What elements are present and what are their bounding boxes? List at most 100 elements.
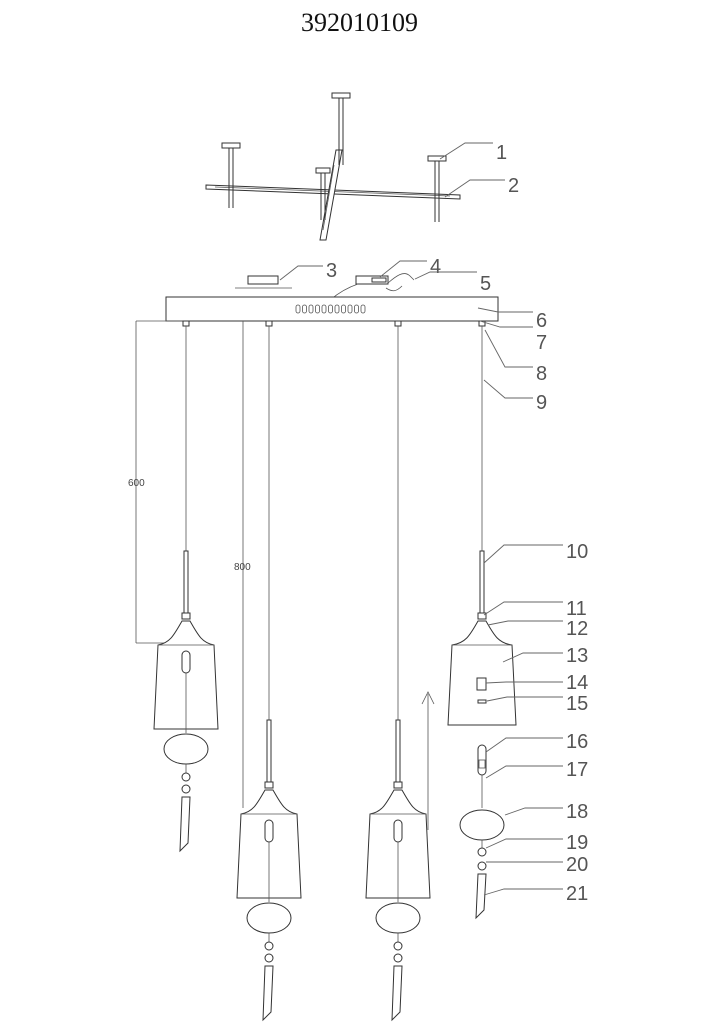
glass-ball (163, 733, 209, 765)
lamp-shade (447, 620, 517, 726)
screw-center (315, 167, 331, 220)
canopy-slot (341, 304, 346, 314)
crystal-bead (264, 941, 274, 951)
callout-number: 4 (430, 256, 441, 278)
crystal-drop (391, 965, 403, 1022)
crystal-drop (475, 873, 487, 920)
crystal-bead (477, 861, 487, 871)
callout-number: 5 (480, 273, 491, 295)
drawing-title: 392010109 (301, 8, 418, 37)
dimension-600-label: 600 (128, 478, 145, 489)
crystal-bead (181, 784, 191, 794)
callout-number: 2 (508, 175, 519, 197)
callout-5: 5 (414, 271, 491, 295)
callout-leader (483, 888, 563, 896)
tube-rod (266, 719, 272, 783)
callout-number: 21 (566, 883, 588, 905)
pendant-4-exploded (447, 320, 517, 726)
callout-15: 15 (486, 693, 588, 715)
callout-leader (485, 681, 563, 684)
callout-number: 15 (566, 693, 588, 715)
callout-number: 11 (566, 598, 587, 620)
callout-number: 8 (536, 363, 547, 385)
bulb (393, 819, 403, 843)
callout-leader (439, 142, 493, 160)
shade-screw (477, 699, 487, 704)
pendant-2 (236, 320, 302, 1022)
crystal-bead (181, 772, 191, 782)
callout-leader (485, 838, 563, 849)
callout-number: 13 (566, 645, 588, 667)
screw-top (331, 92, 351, 165)
callout-number: 3 (326, 260, 337, 282)
glass-ball (246, 902, 292, 934)
glass-ball (459, 809, 505, 841)
mounting-bracket (205, 92, 461, 241)
canopy-slot (315, 304, 320, 314)
canopy-slot (308, 304, 314, 314)
callout-leader (485, 737, 563, 753)
callout-number: 6 (536, 310, 547, 332)
callout-18: 18 (504, 801, 588, 823)
callout-number: 10 (566, 541, 588, 563)
crystal-drop (179, 796, 191, 853)
callout-4: 4 (379, 256, 441, 278)
callout-7: 7 (479, 320, 547, 354)
tube-rod (183, 550, 189, 614)
crystal-drop (262, 965, 274, 1022)
callout-10: 10 (483, 541, 588, 564)
glass-assembly (459, 744, 505, 920)
terminal-block-left (235, 275, 292, 289)
canopy-slot (328, 304, 333, 314)
callout-leader (504, 807, 563, 816)
callout-number: 20 (566, 854, 588, 876)
canopy-slot (321, 304, 327, 314)
glass-ball (375, 902, 421, 934)
callout-leader (477, 307, 533, 313)
cable-grip (182, 320, 190, 327)
callout-9: 9 (483, 379, 547, 414)
callout-leader (487, 620, 563, 626)
callout-8: 8 (484, 329, 547, 385)
callout-17: 17 (485, 759, 588, 781)
callout-number: 14 (566, 672, 588, 694)
canopy-slot (334, 304, 340, 314)
callout-6: 6 (477, 307, 547, 332)
dimension-600: 600 (128, 320, 183, 644)
pendant-3 (365, 320, 431, 1022)
callout-leader (483, 601, 563, 616)
callout-number: 19 (566, 832, 588, 854)
screw-left (221, 142, 241, 208)
crystal-bead (477, 847, 487, 857)
callout-leader (483, 544, 563, 564)
callout-3: 3 (279, 260, 337, 282)
pendant-1 (153, 320, 219, 853)
callout-leader (483, 379, 533, 399)
callout-number: 12 (566, 618, 588, 640)
callout-leader (479, 320, 533, 328)
crystal-bead (393, 953, 403, 963)
callout-1: 1 (439, 142, 507, 164)
callout-leader (486, 696, 563, 702)
canopy-slot (354, 304, 359, 314)
callout-19: 19 (485, 832, 588, 854)
callout-leader (485, 765, 563, 779)
cable-grip (265, 320, 273, 327)
callout-number: 9 (536, 392, 547, 414)
assembly-arrow (421, 691, 435, 830)
crystal-bead (393, 941, 403, 951)
switch-label (476, 677, 487, 691)
callout-11: 11 (483, 598, 587, 620)
canopy-slot (360, 304, 366, 314)
callout-12: 12 (487, 618, 588, 640)
canopy-slot (295, 304, 301, 314)
callout-leader (502, 652, 563, 663)
callout-number: 18 (566, 801, 588, 823)
canopy-slot (347, 304, 353, 314)
callout-number: 7 (536, 332, 547, 354)
callout-number: 16 (566, 731, 588, 753)
crystal-bead (264, 953, 274, 963)
callout-leader (379, 260, 427, 278)
dimension-800-label: 800 (234, 562, 251, 573)
